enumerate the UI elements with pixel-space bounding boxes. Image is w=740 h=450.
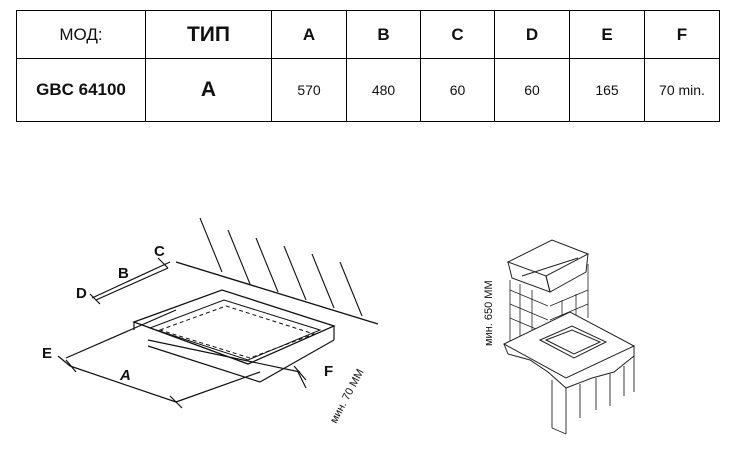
header-cell-b: B <box>346 10 421 59</box>
hood-vent <box>521 257 579 277</box>
label-b: B <box>118 265 129 282</box>
cell-c: 60 <box>420 58 495 122</box>
dimensions-table: МОД: ТИП A B C D E F GBC 64100 A 570 480… <box>16 10 720 122</box>
label-a: A <box>119 367 131 384</box>
label-f: F <box>324 363 333 380</box>
dim-line-f <box>297 371 307 389</box>
cell-model: GBC 64100 <box>16 58 146 122</box>
cell-f: 70 min. <box>644 58 720 122</box>
dim-line-e <box>57 355 71 367</box>
wall-hatching <box>199 217 363 317</box>
label-e: E <box>42 345 52 362</box>
cell-type: A <box>145 58 272 122</box>
cutout-inner <box>148 299 322 361</box>
base-cabinets <box>551 356 635 435</box>
header-cell-f: F <box>644 10 720 59</box>
cell-a: 570 <box>271 58 347 122</box>
range-hood <box>506 239 590 277</box>
table-header-row: МОД: ТИП A B C D E F <box>16 10 720 59</box>
dim-tick-a1 <box>65 359 77 373</box>
range-hood-side <box>545 253 589 293</box>
slab-right-bottom <box>259 339 335 383</box>
dim-line-b <box>95 267 169 301</box>
wall-line <box>175 261 379 325</box>
slab-front-edge-low <box>147 339 301 373</box>
label-min-height: мин. 650 ММ <box>483 280 495 346</box>
dim-line-a <box>69 365 177 403</box>
cell-e: 165 <box>569 58 645 122</box>
dim-tick-b <box>89 293 101 305</box>
cell-b: 480 <box>346 58 421 122</box>
label-d: D <box>76 285 87 302</box>
dim-tick-f <box>293 365 307 381</box>
header-cell-model: МОД: <box>16 10 146 59</box>
cell-d: 60 <box>494 58 570 122</box>
label-min-depth: мин. 70 ММ <box>328 367 367 425</box>
dim-ext-a <box>175 371 261 403</box>
label-c: C <box>154 243 165 260</box>
worktop-front-back <box>65 309 177 359</box>
hob-dashed-outline <box>158 305 316 359</box>
worktop-back-edge <box>91 261 171 299</box>
cutout-dimension-diagram <box>57 217 379 409</box>
dim-tick-c <box>157 257 169 269</box>
table-row: GBC 64100 A 570 480 60 60 165 70 min. <box>16 58 720 122</box>
kitchen-sketch <box>502 239 636 435</box>
header-cell-e: E <box>569 10 645 59</box>
kitchen-worktop <box>502 311 636 379</box>
slab-front-edge <box>147 345 261 383</box>
header-cell-type: ТИП <box>145 10 272 59</box>
hob <box>538 325 608 359</box>
hob-inner <box>544 329 602 355</box>
kitchen-labels: мин. 650 ММ <box>483 280 495 346</box>
